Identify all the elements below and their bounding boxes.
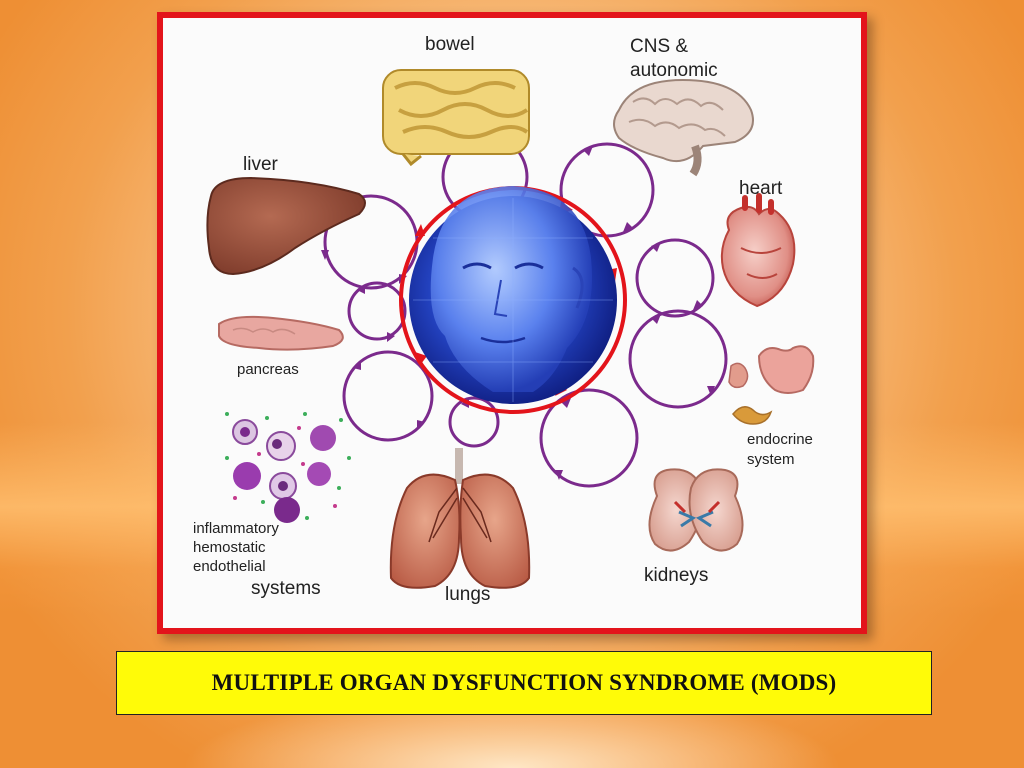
brain-illustration <box>613 78 754 177</box>
loop-inflammatory <box>342 350 434 442</box>
label-endocrine-2: system <box>747 451 795 468</box>
lungs-illustration <box>389 448 531 589</box>
diagram-frame: bowel CNS & autonomic heart liver pancre… <box>157 12 867 634</box>
label-kidneys: kidneys <box>644 565 708 586</box>
loop-kidneys <box>539 388 639 488</box>
label-cns-1: CNS & <box>630 36 688 57</box>
human-head-image <box>409 186 617 404</box>
endocrine-illustration <box>728 345 815 425</box>
bowel-illustration <box>382 69 530 167</box>
label-lungs: lungs <box>445 584 490 605</box>
slide-caption: MULTIPLE ORGAN DYSFUNCTION SYNDROME (MOD… <box>116 651 932 715</box>
loop-heart <box>635 238 715 318</box>
blood-cells-illustration <box>225 412 351 523</box>
label-inflammatory-2: hemostatic <box>193 539 266 556</box>
heart-illustration <box>720 193 796 308</box>
label-inflammatory-1: inflammatory <box>193 520 279 537</box>
label-inflammatory-3: endothelial <box>193 558 266 575</box>
label-liver: liver <box>243 154 279 175</box>
label-heart: heart <box>739 178 783 199</box>
label-bowel: bowel <box>425 34 475 55</box>
kidneys-illustration <box>648 468 744 552</box>
label-cns-2: autonomic <box>630 60 718 81</box>
liver-illustration <box>206 176 366 276</box>
loop-pancreas <box>347 281 407 341</box>
loop-endocrine <box>628 309 728 409</box>
label-endocrine-1: endocrine <box>747 431 813 448</box>
label-inflammatory-4: systems <box>251 578 321 599</box>
loop-lungs <box>448 396 500 448</box>
label-pancreas: pancreas <box>237 361 299 378</box>
mods-diagram: bowel CNS & autonomic heart liver pancre… <box>193 34 815 605</box>
pancreas-illustration <box>218 315 344 351</box>
